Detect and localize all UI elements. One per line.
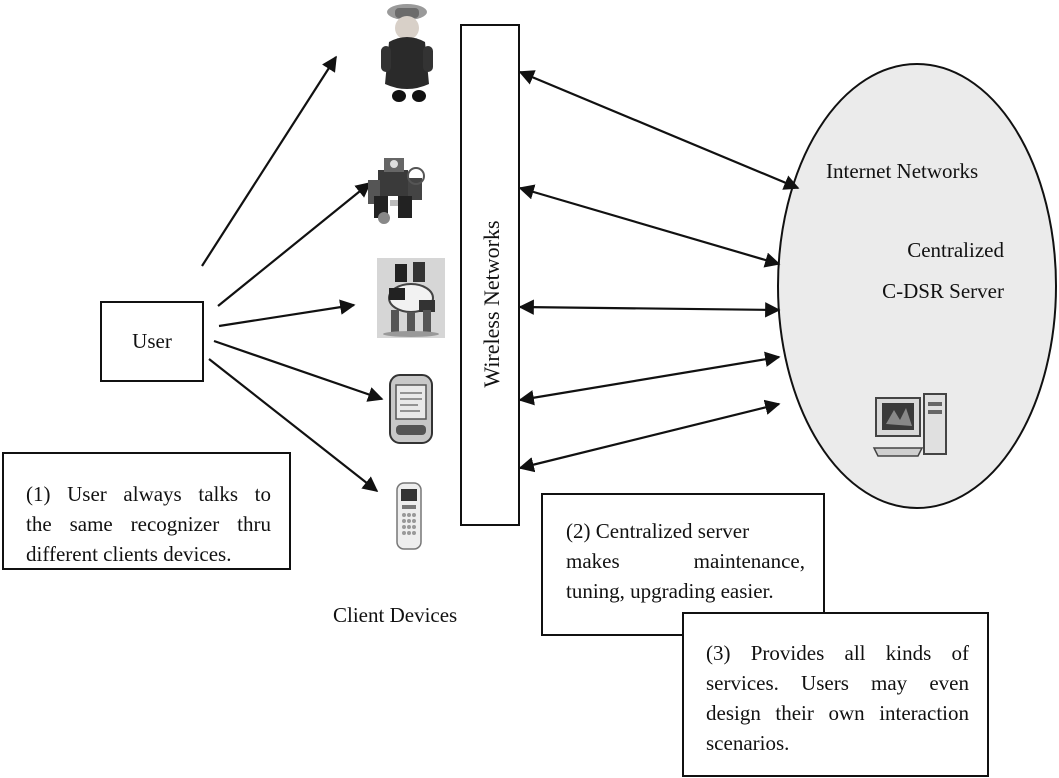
note-1-box: (1) User always talks to the same recogn… [2, 452, 291, 570]
note-1-line: the same recognizer thru [26, 512, 271, 536]
arrow-user-to-pda [213, 339, 384, 402]
link-wireless-server-5 [518, 399, 781, 473]
note-2-line: tuning, upgrading easier. [566, 579, 774, 603]
doll-robot-icon [381, 4, 433, 102]
centralized-label: Centralized [907, 238, 1004, 262]
internet-networks-label: Internet Networks [826, 159, 979, 183]
note-3-line: (3) Provides all kinds of [706, 641, 969, 665]
user-box: User [100, 301, 204, 382]
wireless-networks-bar: Wireless Networks [460, 24, 520, 526]
arrow-user-to-doll [201, 55, 337, 267]
user-label: User [132, 328, 172, 353]
link-wireless-server-1 [518, 70, 800, 190]
lego-robot-icon [368, 158, 425, 224]
wireless-networks-label: Wireless Networks [478, 220, 504, 388]
client-devices-label: Client Devices [333, 603, 458, 627]
c-dsr-server-label: C-DSR Server [882, 279, 1004, 303]
note-3-box: (3) Provides all kinds of services. User… [682, 612, 989, 777]
note-3-line: design their own interaction [706, 701, 969, 725]
arrow-user-to-lego [217, 182, 372, 307]
note-1-line: (1) User always talks to [26, 482, 271, 506]
pda-icon [389, 374, 433, 444]
robot-dog-icon [377, 258, 445, 338]
mobile-phone-icon [396, 482, 422, 550]
note-1-line: different clients devices. [26, 542, 232, 566]
desktop-computer-icon [872, 393, 947, 457]
arrow-user-to-dog [218, 299, 356, 328]
link-wireless-server-2 [518, 184, 781, 268]
link-wireless-server-3 [518, 299, 781, 318]
note-3-line: services. Users may even [706, 671, 969, 695]
note-2-line: (2) Centralized server [566, 519, 750, 543]
note-3-line: scenarios. [706, 731, 790, 755]
link-wireless-server-4 [518, 351, 781, 406]
arrow-user-to-phone [208, 358, 379, 492]
server-ellipse [777, 63, 1057, 509]
note-2-line: makes maintenance, [566, 549, 805, 573]
